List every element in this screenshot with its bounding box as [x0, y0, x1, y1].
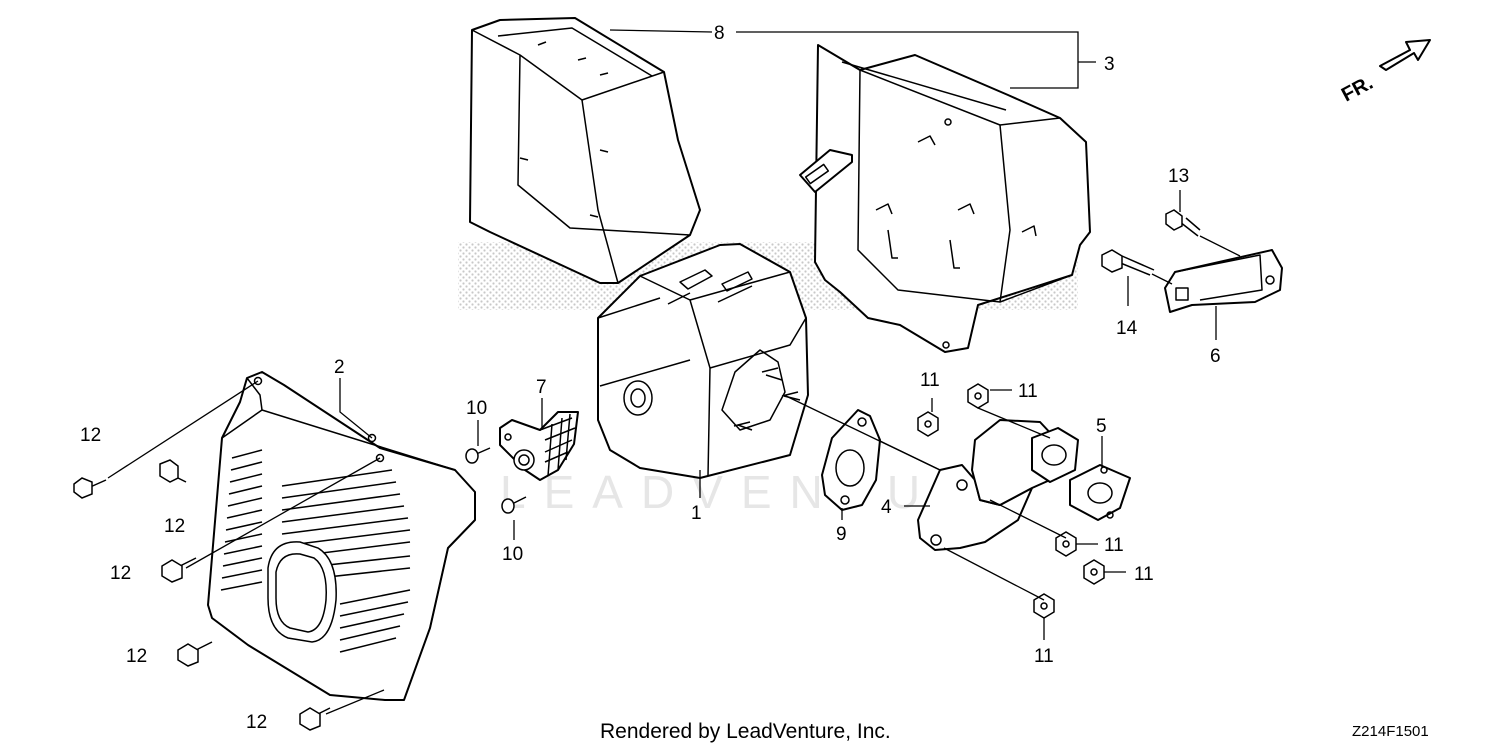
bolt-12-c — [161, 557, 197, 583]
callout-7: 7 — [536, 377, 547, 398]
bolt-14 — [1101, 249, 1155, 276]
callout-13: 13 — [1168, 166, 1189, 187]
part-gasket-left — [821, 409, 881, 511]
bolt-13 — [1165, 209, 1201, 237]
drawing-code: Z214F1501 — [1352, 723, 1429, 740]
studs — [733, 367, 799, 427]
screw-10-b — [501, 496, 527, 514]
callout-12-b: 12 — [164, 516, 185, 537]
part-exhaust-pipe — [917, 419, 1079, 551]
callout-11-e: 11 — [1034, 646, 1054, 667]
nut-11-a — [917, 411, 939, 437]
nut-11-b — [967, 383, 989, 409]
part-muffler-protector — [799, 44, 1091, 353]
part-stay — [1164, 249, 1283, 313]
callout-labels: 1 2 3 4 5 6 7 8 9 10 10 11 11 11 11 11 1… — [80, 23, 1221, 733]
callout-12-c: 12 — [110, 563, 131, 584]
bolt-12-d — [177, 641, 213, 667]
nut-11-c — [1055, 531, 1077, 557]
front-direction-label: FR. — [1338, 72, 1377, 107]
part-gasket-right — [1069, 464, 1131, 521]
cover-louvers — [220, 449, 411, 653]
callout-10-a: 10 — [466, 398, 487, 419]
fasteners — [73, 209, 1201, 731]
callout-12-d: 12 — [126, 646, 147, 667]
part-muffler — [597, 243, 809, 479]
callout-11-a: 11 — [920, 370, 940, 391]
callout-11-d: 11 — [1134, 564, 1154, 585]
callout-9: 9 — [836, 524, 847, 545]
bolt-12-b — [159, 459, 187, 483]
part-heat-shield — [469, 17, 701, 284]
callout-11-b: 11 — [1018, 381, 1038, 402]
callout-1: 1 — [691, 503, 702, 524]
footer-credit: Rendered by LeadVenture, Inc. — [600, 720, 891, 743]
part-spark-arrester — [499, 411, 579, 481]
callout-4: 4 — [881, 497, 892, 518]
bolt-12-a — [73, 477, 107, 499]
callout-12-e: 12 — [246, 712, 267, 733]
front-direction-marker: FR. — [1338, 39, 1431, 107]
screw-10-a — [465, 447, 491, 464]
callout-2: 2 — [334, 357, 345, 378]
nut-11-d — [1083, 559, 1105, 585]
callout-6: 6 — [1210, 346, 1221, 367]
callout-8: 8 — [714, 23, 725, 44]
callout-10-b: 10 — [502, 544, 523, 565]
bolt-12-e — [299, 707, 331, 731]
callout-11-c: 11 — [1104, 535, 1124, 556]
callout-12-a: 12 — [80, 425, 101, 446]
nut-11-e — [1033, 593, 1055, 619]
leader-lines — [107, 29, 1241, 715]
callout-14: 14 — [1116, 318, 1138, 339]
callout-5: 5 — [1096, 416, 1107, 437]
part-muffler-cover — [207, 371, 476, 701]
callout-3: 3 — [1104, 54, 1115, 75]
